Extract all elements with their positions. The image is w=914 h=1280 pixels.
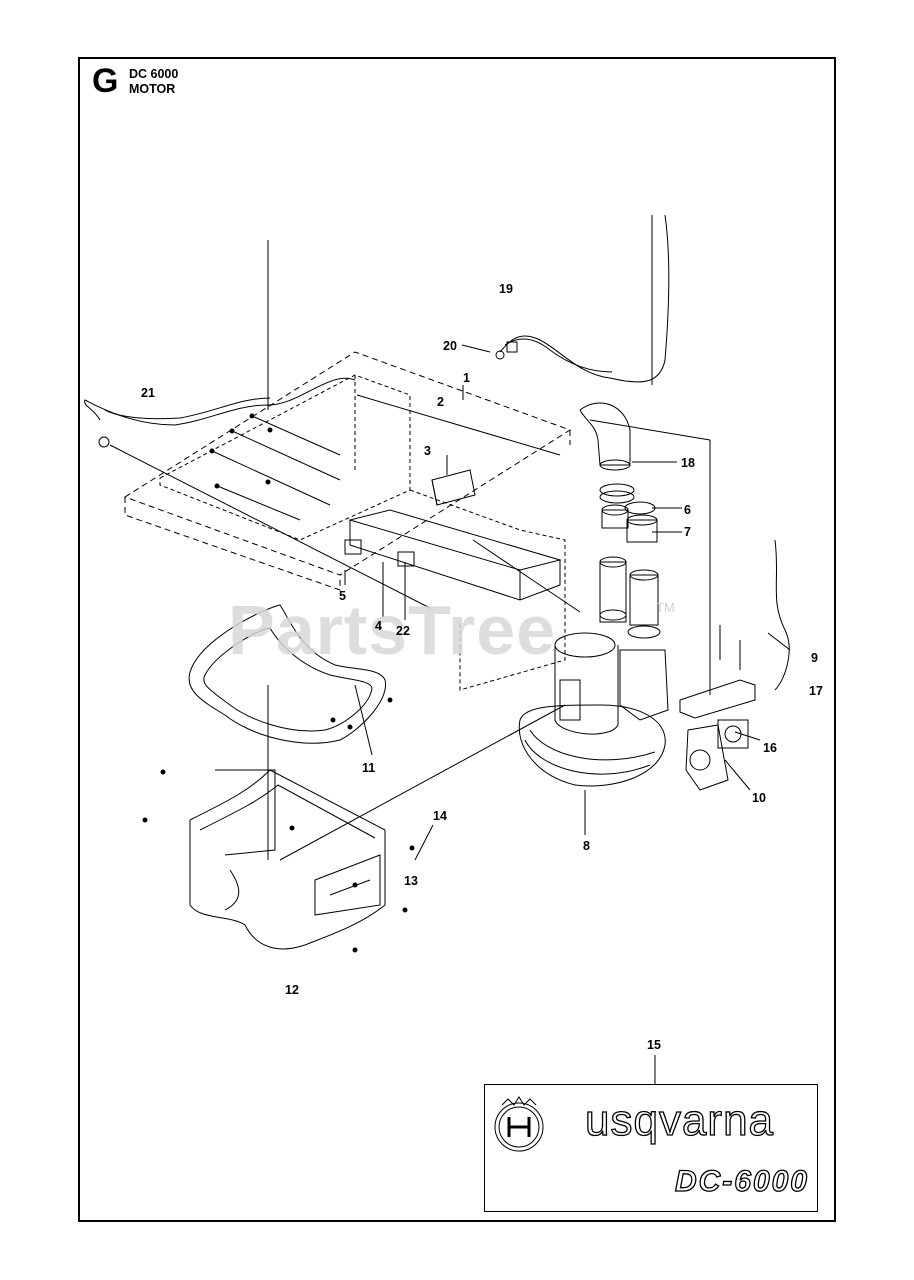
lower-housing-12: [142, 704, 566, 953]
clamps-6-7: [599, 483, 658, 543]
callout-4: 4: [375, 619, 382, 633]
callout-15: 15: [647, 1038, 661, 1052]
callout-1: 1: [463, 371, 470, 385]
tube-assembly: [599, 556, 661, 639]
pipe-19: [495, 214, 670, 383]
husqvarna-logo-icon: [494, 1096, 544, 1152]
callout-11: 11: [362, 761, 376, 775]
decal-brand-text: usqvarna: [584, 1096, 775, 1145]
motor-blower-8: [518, 632, 669, 787]
section-letter: G: [92, 62, 119, 100]
assembly-label: MOTOR: [129, 82, 176, 96]
section-title: DC 6000 MOTOR: [129, 67, 178, 97]
callout-16: 16: [763, 741, 777, 755]
callout-20: 20: [443, 339, 457, 353]
callout-10: 10: [752, 791, 766, 805]
callout-8: 8: [583, 839, 590, 853]
callout-19: 19: [499, 282, 513, 296]
callout-9: 9: [811, 651, 818, 665]
callout-3: 3: [424, 444, 431, 458]
leader-lines: [109, 215, 791, 1084]
decal-model-text: DC-6000: [674, 1165, 809, 1198]
control-box: [431, 469, 476, 506]
bracket-9: [679, 539, 790, 719]
callout-7: 7: [684, 525, 691, 539]
callout-22: 22: [396, 624, 410, 638]
callout-12: 12: [285, 983, 299, 997]
inner-panel-outline: [159, 374, 566, 691]
watermark-tm: TM: [656, 600, 675, 615]
decal-15: usqvarna DC-6000: [484, 1084, 818, 1212]
callout-13: 13: [404, 874, 418, 888]
callout-21: 21: [141, 386, 155, 400]
model-label: DC 6000: [129, 67, 179, 81]
callout-17: 17: [809, 684, 823, 698]
top-cover-outline: [123, 351, 572, 591]
hose-21: [84, 377, 356, 448]
small-motor-10: [685, 719, 749, 791]
callout-2: 2: [437, 395, 444, 409]
callout-5: 5: [339, 589, 346, 603]
callout-14: 14: [433, 809, 447, 823]
elbow-18: [579, 402, 631, 471]
electrical-box: [344, 509, 562, 601]
handle-frame-11: [188, 604, 393, 744]
callout-18: 18: [681, 456, 695, 470]
screw-rows: [209, 413, 341, 521]
callout-6: 6: [684, 503, 691, 517]
drawing-frame: [78, 57, 836, 1222]
